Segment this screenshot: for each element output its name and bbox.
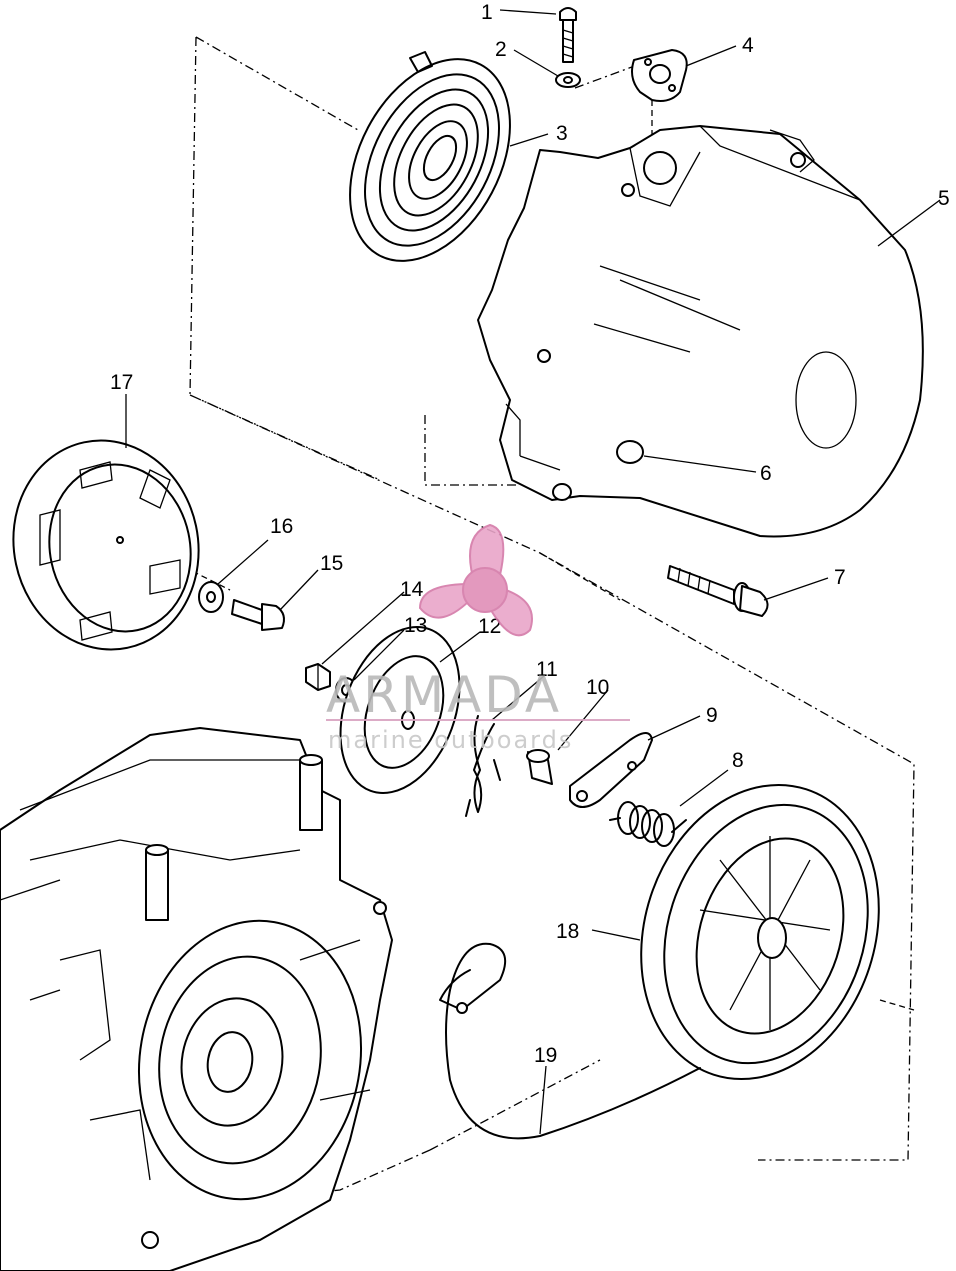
callout-18: 18: [556, 920, 579, 943]
callout-1: 1: [481, 1, 493, 24]
engine-crankcase: [0, 727, 393, 1271]
callout-11: 11: [536, 658, 558, 681]
part-18-starter-pulley: [640, 783, 880, 1081]
part-6-grommet: [616, 440, 644, 464]
callout-2: 2: [495, 38, 507, 61]
callout-19: 19: [534, 1044, 557, 1067]
callout-3: 3: [556, 122, 568, 145]
callout-13: 13: [404, 614, 427, 637]
part-8-coil-spring: [609, 801, 687, 847]
part-12-friction-plate: [339, 626, 461, 794]
callout-7: 7: [834, 566, 846, 589]
callout-10: 10: [586, 676, 609, 699]
part-14-bolt: [305, 663, 331, 691]
part-16-washer: [198, 581, 224, 613]
part-9-ratchet-pawl: [569, 732, 653, 808]
part-15-bolt: [231, 599, 285, 631]
watermark-subtitle: marine outboards: [328, 726, 573, 754]
part-10-sleeve: [526, 749, 553, 785]
callout-4: 4: [742, 34, 754, 57]
part-19-starter-rope: [439, 942, 701, 1140]
part-17-reel-hub: [12, 439, 200, 651]
callout-6: 6: [760, 462, 772, 485]
part-5-starter-housing: [477, 125, 924, 538]
part-11-spring-clip: [465, 715, 501, 817]
watermark: ARMADA marine outboards: [326, 523, 630, 754]
leader-lines: [125, 9, 941, 1135]
callout-15: 15: [320, 552, 343, 575]
watermark-title: ARMADA: [326, 666, 562, 724]
callout-5: 5: [938, 187, 950, 210]
part-4-cover-plate: [631, 49, 688, 102]
callout-16: 16: [270, 515, 293, 538]
callout-17: 17: [110, 371, 133, 394]
callout-9: 9: [706, 704, 718, 727]
part-7-pin: [667, 565, 769, 617]
callout-14: 14: [400, 578, 424, 601]
propeller-icon: [418, 523, 533, 637]
callout-8: 8: [732, 749, 744, 772]
callout-12: 12: [478, 615, 501, 638]
callout-labels: 1 2 3 4 5 6 7 8 9 10 11 12 13 14 15 16 1…: [110, 1, 950, 1067]
part-1-bolt: [559, 7, 577, 63]
part-3-recoil-spring: [349, 51, 511, 262]
part-2-washer: [555, 72, 581, 88]
